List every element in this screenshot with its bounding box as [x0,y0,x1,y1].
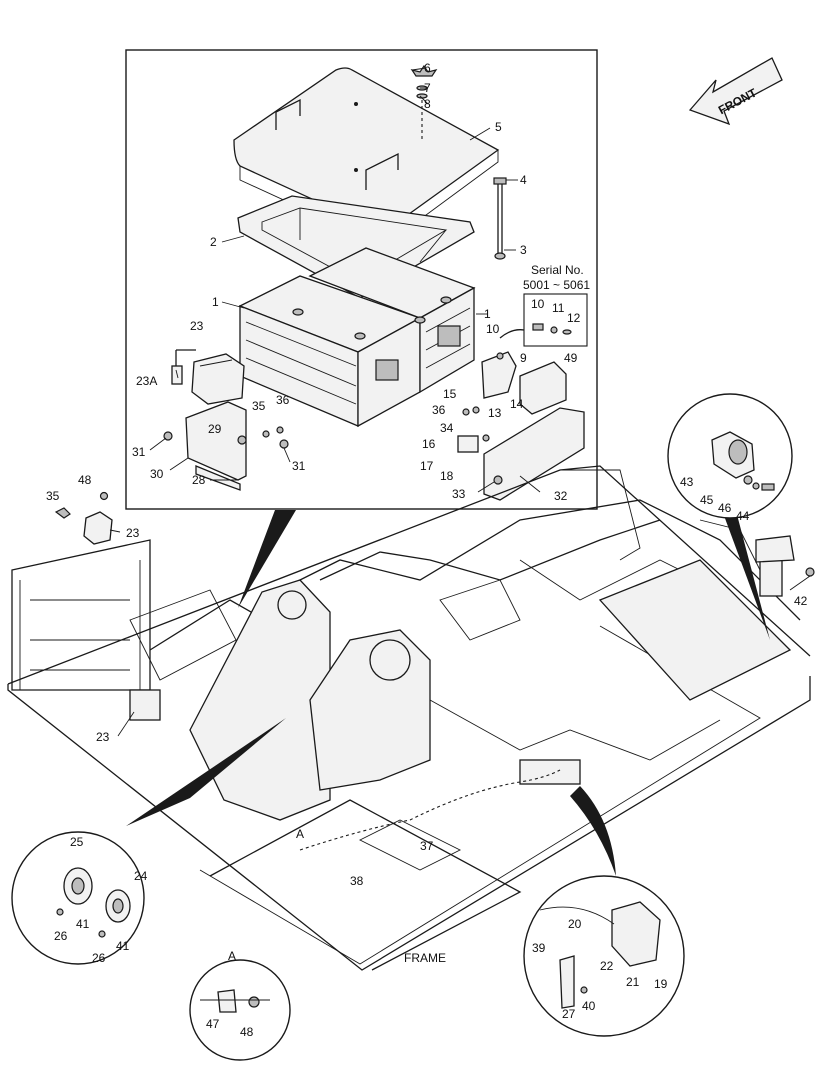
callout-9: 9 [520,351,527,365]
detail-tag-main: A [296,827,304,841]
callout-35: 35 [46,489,60,503]
callout-47: 47 [206,1017,220,1031]
callout-5: 5 [495,120,502,134]
callout-23: 23 [126,526,140,540]
leader-lines [109,67,811,737]
callout-25: 25 [70,835,84,849]
callout-29: 29 [208,422,222,436]
wiring-harness [299,769,561,851]
callout-30: 30 [150,467,164,481]
callout-22: 22 [600,959,614,973]
callout-40: 40 [582,999,596,1013]
callout-16: 16 [422,437,436,451]
serial-title: Serial No. [531,263,584,277]
callout-35: 35 [252,399,266,413]
horn-detail [11,831,145,965]
callout-42: 42 [794,594,808,608]
work-lamp [191,353,245,405]
callout-10: 10 [531,297,545,311]
speaker-detail [523,875,685,1037]
callout-38: 38 [350,874,364,888]
callout-23: 23 [96,730,110,744]
work-lamp-outside [54,491,113,545]
callout-23: 23 [190,319,204,333]
callout-45: 45 [700,493,714,507]
callout-48: 48 [78,473,92,487]
wing-nut [410,64,438,140]
lamp-bracket [163,401,289,491]
callout-33: 33 [452,487,466,501]
callout-28: 28 [192,473,206,487]
callout-12: 12 [567,311,581,325]
battery-tray-frame [237,195,475,299]
callout-23a: 23A [136,374,157,388]
battery-right [308,247,476,394]
callout-19: 19 [654,977,668,991]
callout-43: 43 [680,475,694,489]
relay-mounting-plate [457,351,585,501]
callout-27: 27 [562,1007,576,1021]
callout-49: 49 [564,351,578,365]
callout-36: 36 [276,393,290,407]
callout-26: 26 [92,951,106,965]
callout-24: 24 [134,869,148,883]
callout-2: 2 [210,235,217,249]
zoom-wedges [126,488,770,876]
callout-20: 20 [568,917,582,931]
bracket-detail [667,393,793,519]
detail-a [189,959,291,1061]
callout-15: 15 [443,387,457,401]
callout-32: 32 [554,489,568,503]
callout-31: 31 [132,445,146,459]
callout-1: 1 [484,307,491,321]
hold-down-rod [493,177,507,260]
callout-46: 46 [718,501,732,515]
callout-41: 41 [116,939,130,953]
callout-21: 21 [626,975,640,989]
callout-18: 18 [440,469,454,483]
callout-36: 36 [432,403,446,417]
callout-1: 1 [212,295,219,309]
callout-10: 10 [486,322,500,336]
callout-14: 14 [510,397,524,411]
callout-44: 44 [736,509,750,523]
callout-17: 17 [420,459,434,473]
callout-26: 26 [54,929,68,943]
callout-8: 8 [424,97,431,111]
callout-3: 3 [520,243,527,257]
callout-11: 11 [552,301,565,315]
callout-4: 4 [520,173,527,187]
serial-inset-box [523,293,588,347]
frame-label: FRAME [404,951,446,965]
callout-39: 39 [532,941,546,955]
callout-41: 41 [76,917,90,931]
fuel-filter [755,535,815,597]
callout-31: 31 [292,459,306,473]
callout-7: 7 [424,81,431,95]
serial-range: 5001 ~ 5061 [523,278,590,292]
detail-tag-circle: A [228,949,236,963]
callout-48: 48 [240,1025,254,1039]
front-arrow-icon: FRONT [688,57,783,126]
callout-6: 6 [424,61,431,75]
callout-34: 34 [440,421,454,435]
serial-hardware [499,323,572,339]
callout-37: 37 [420,839,434,853]
callout-13: 13 [488,406,502,420]
